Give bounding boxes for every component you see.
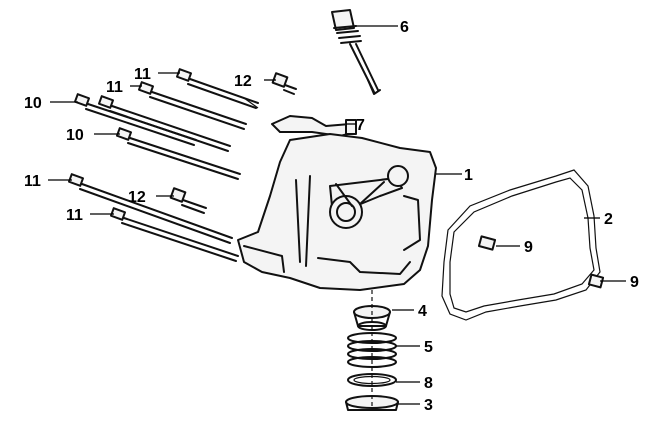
leader-lines xyxy=(48,25,626,405)
bolt-12-top xyxy=(271,72,297,95)
callout-8: 8 xyxy=(424,375,433,392)
bolt-11-long xyxy=(67,173,233,244)
bolt-11-top xyxy=(175,68,259,109)
callout-11-b: 11 xyxy=(106,79,123,96)
part-9-dowel-a xyxy=(477,235,497,251)
callout-3: 3 xyxy=(424,397,433,414)
callout-9-a: 9 xyxy=(524,239,533,256)
callout-10-b: 10 xyxy=(66,127,84,144)
bolt-11-second xyxy=(137,81,247,130)
callout-12-a: 12 xyxy=(234,73,252,90)
bolt-11-bottom xyxy=(109,207,239,262)
callout-12-b: 12 xyxy=(128,189,146,206)
callout-5: 5 xyxy=(424,339,433,356)
part-6-dipstick xyxy=(331,9,381,95)
part-1-crankcase-cover xyxy=(237,133,437,291)
callout-4: 4 xyxy=(418,303,427,320)
callout-6: 6 xyxy=(400,19,409,36)
callout-7: 7 xyxy=(356,117,365,134)
bolt-12-mid xyxy=(169,187,207,214)
callout-11-d: 11 xyxy=(66,207,83,224)
part-7-dowel xyxy=(271,115,357,137)
callout-10-a: 10 xyxy=(24,95,42,112)
callout-11-c: 11 xyxy=(24,173,41,190)
callout-2: 2 xyxy=(604,211,613,228)
callout-9-b: 9 xyxy=(630,274,639,291)
callout-11-a: 11 xyxy=(134,66,151,83)
bolt-11-third xyxy=(97,95,231,152)
bolt-10-bottom xyxy=(115,127,241,180)
part-2-gasket xyxy=(441,169,601,321)
callout-1: 1 xyxy=(464,167,473,184)
part-9-dowel-b xyxy=(587,273,605,289)
